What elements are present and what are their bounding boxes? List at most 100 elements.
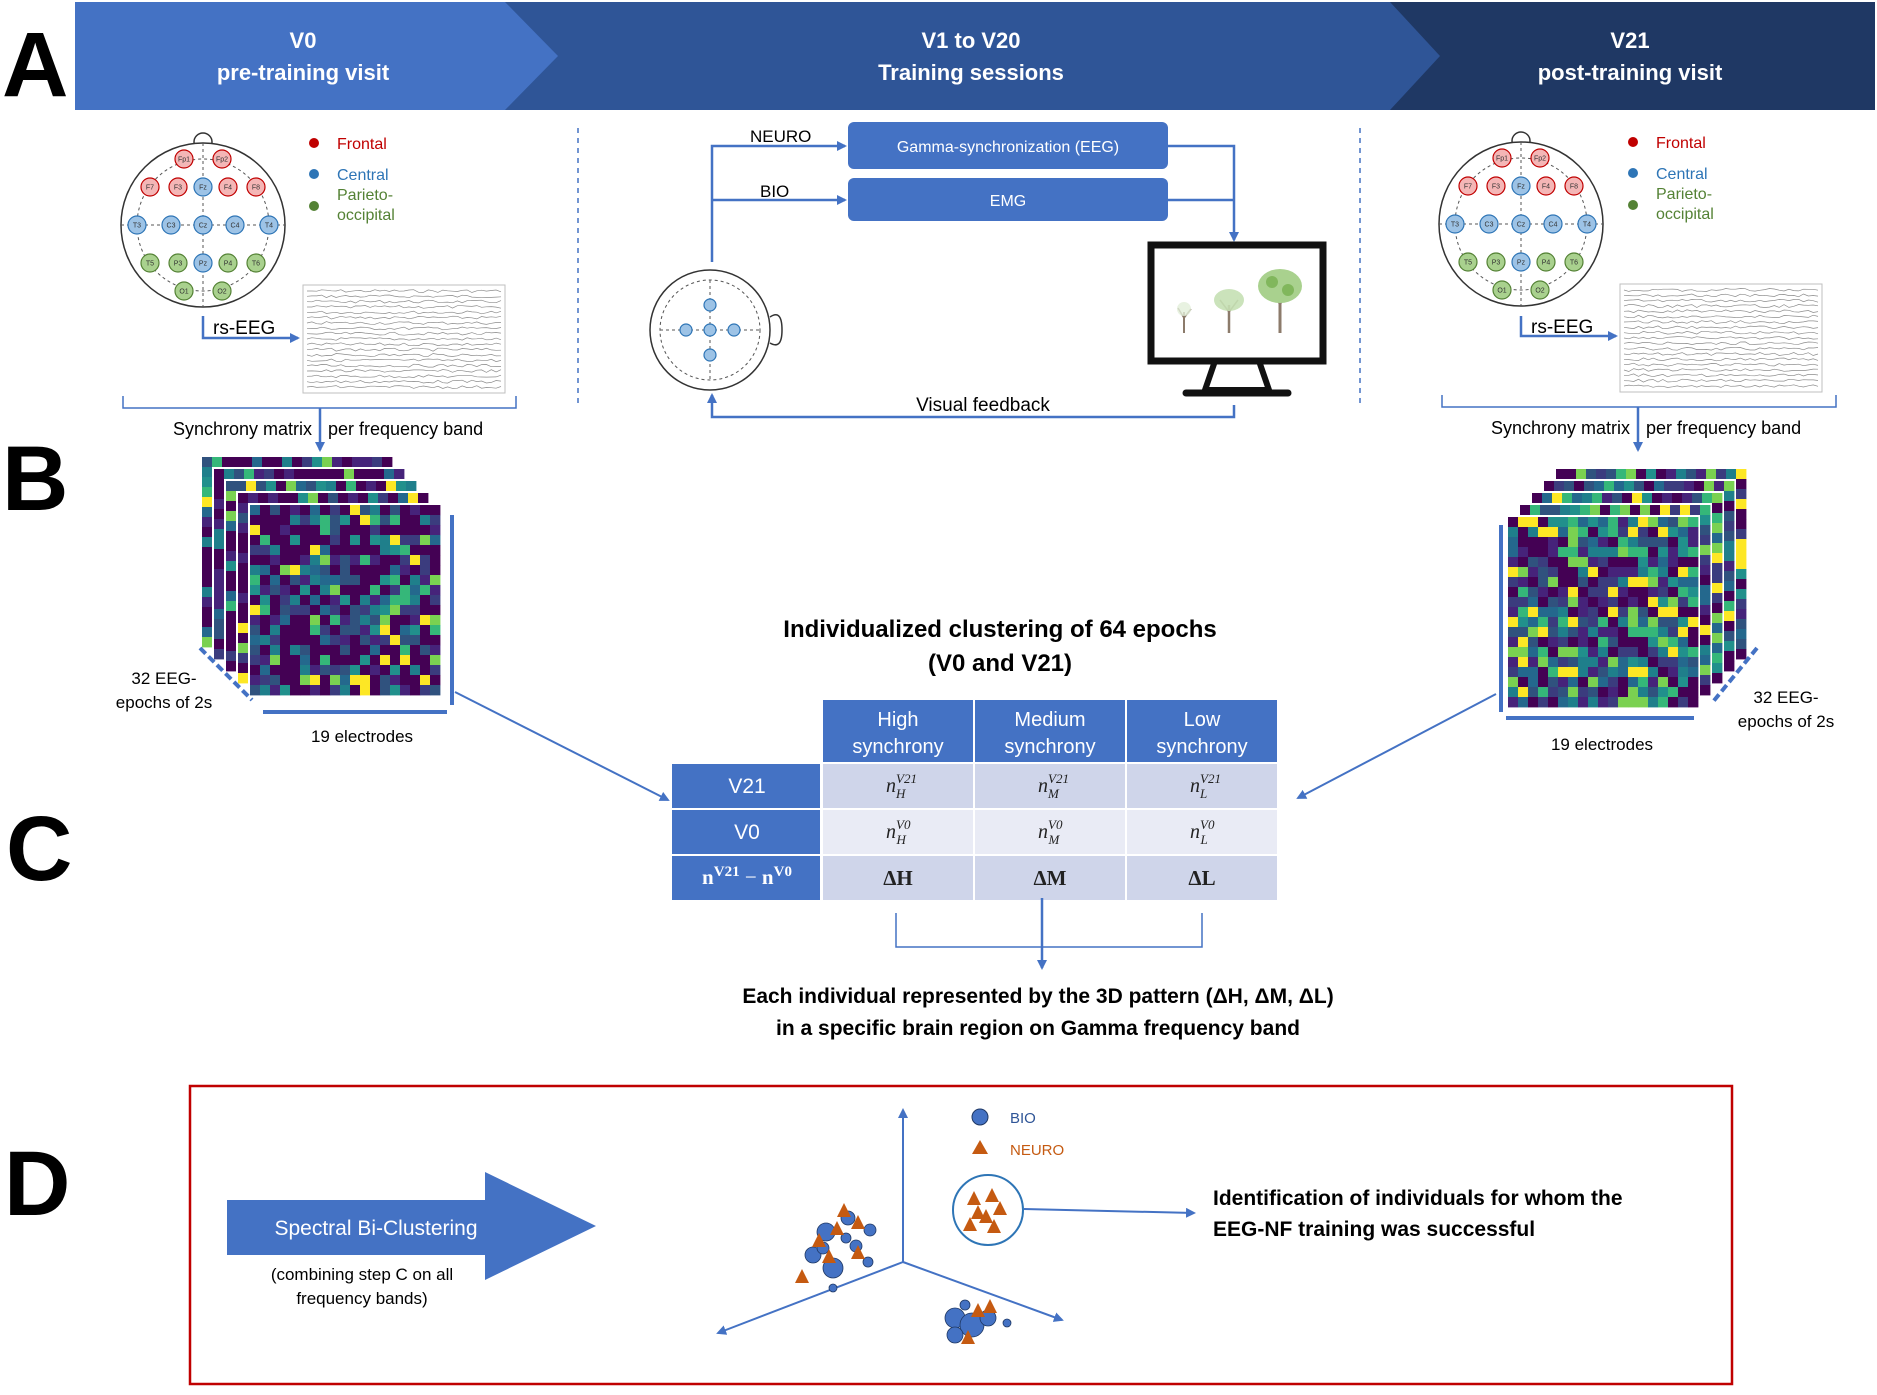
matrix-cell xyxy=(390,555,401,566)
matrix-cell xyxy=(1528,607,1539,618)
matrix-cell xyxy=(1568,617,1579,628)
matrix-cell xyxy=(1724,591,1735,602)
matrix-cell xyxy=(1540,505,1551,516)
electrode-t3 xyxy=(127,215,147,235)
column-header xyxy=(1127,700,1277,762)
matrix-cell xyxy=(1688,627,1699,638)
matrix-cell xyxy=(380,505,391,516)
matrix-cell xyxy=(250,525,261,536)
synchrony-label-left-v21: Synchrony matrix xyxy=(1491,418,1630,438)
electrode-pz xyxy=(1511,252,1531,272)
matrix-cell xyxy=(304,469,315,480)
matrix-cell xyxy=(1724,621,1735,632)
matrix-cell xyxy=(380,595,391,606)
neuro-label: NEURO xyxy=(750,127,811,146)
matrix-cell xyxy=(226,601,237,612)
eeg-trace xyxy=(1623,336,1819,340)
matrix-cell xyxy=(430,645,441,656)
matrix-cell xyxy=(1558,617,1569,628)
matrix-cell xyxy=(300,505,311,516)
matrix-cell xyxy=(300,635,311,646)
matrix-cell xyxy=(1568,517,1579,528)
matrix-cell xyxy=(1538,527,1549,538)
matrix-cell xyxy=(400,615,411,626)
cell-delta: ΔM xyxy=(1034,866,1067,890)
matrix-cell xyxy=(226,541,237,552)
matrix-cell xyxy=(310,555,321,566)
matrix-cell xyxy=(360,675,371,686)
matrix-cell xyxy=(1678,557,1689,568)
matrix-cell xyxy=(350,535,361,546)
matrix-cell xyxy=(310,545,321,556)
electrode-label: T6 xyxy=(252,261,260,268)
matrix-cell xyxy=(400,585,411,596)
neuro-point xyxy=(961,1330,975,1344)
matrix-cell xyxy=(390,505,401,516)
matrix-cell xyxy=(290,505,301,516)
electrode-label: F7 xyxy=(1464,184,1472,191)
matrix-cell xyxy=(280,515,291,526)
matrix-cell xyxy=(1724,601,1735,612)
matrix-cell xyxy=(258,493,269,504)
matrix-cell xyxy=(360,515,371,526)
matrix-cell xyxy=(282,457,293,468)
matrix-cell xyxy=(1538,697,1549,708)
matrix-cell xyxy=(1658,567,1669,578)
matrix-cell xyxy=(1568,567,1579,578)
matrix-cell xyxy=(1658,547,1669,558)
matrix-cell xyxy=(260,555,271,566)
matrix-cell xyxy=(1700,535,1711,546)
bio-point xyxy=(959,1299,971,1311)
matrix-cell xyxy=(274,469,285,480)
matrix-cell xyxy=(1700,645,1711,656)
matrix-cell xyxy=(400,665,411,676)
matrix-cell xyxy=(1518,547,1529,558)
electrode-label: T5 xyxy=(1464,260,1472,267)
matrix-cell xyxy=(300,535,311,546)
matrix-cell xyxy=(430,515,441,526)
matrix-cell xyxy=(1618,527,1629,538)
eeg-trace xyxy=(1623,347,1819,351)
matrix-cell xyxy=(410,645,421,656)
matrix-cell xyxy=(270,525,281,536)
synchrony-label-left-v0: Synchrony matrix xyxy=(173,419,312,439)
matrix-cell xyxy=(1558,647,1569,658)
matrix-cell xyxy=(1508,587,1519,598)
matrix-cell xyxy=(1648,537,1659,548)
matrix-cell xyxy=(330,555,341,566)
matrix-cell xyxy=(328,493,339,504)
eeg-trace xyxy=(1623,352,1819,356)
eeg-trace xyxy=(306,310,502,315)
column-header-label: Medium xyxy=(1014,709,1085,731)
electrode-t3 xyxy=(1445,214,1465,234)
matrix-cell xyxy=(1538,587,1549,598)
matrix-cell xyxy=(1694,481,1705,492)
matrix-cell xyxy=(280,605,291,616)
matrix-cell xyxy=(380,515,391,526)
matrix-cell xyxy=(420,675,431,686)
matrix-cell xyxy=(300,625,311,636)
matrix-cell xyxy=(1610,505,1621,516)
matrix-cell xyxy=(1562,493,1573,504)
matrix-cell xyxy=(1508,577,1519,588)
neuro-point xyxy=(971,1205,985,1219)
matrix-cell xyxy=(380,625,391,636)
matrix-cell xyxy=(1558,567,1569,578)
legend-frontal-label: Frontal xyxy=(337,136,387,153)
matrix-cell xyxy=(1736,619,1747,630)
bio-point xyxy=(828,1283,838,1293)
matrix-cell xyxy=(238,653,249,664)
banner-v1-20-title: V1 to V20 xyxy=(921,28,1020,53)
matrix-cell xyxy=(1608,677,1619,688)
matrix-cell xyxy=(1662,493,1673,504)
matrix-cell xyxy=(284,469,295,480)
matrix-cell xyxy=(368,493,379,504)
matrix-cell xyxy=(214,599,225,610)
matrix-cell xyxy=(1660,505,1671,516)
matrix-cell xyxy=(1588,537,1599,548)
matrix-cell xyxy=(290,515,301,526)
matrix-cell xyxy=(270,535,281,546)
cell-delta: ΔH xyxy=(883,866,913,890)
